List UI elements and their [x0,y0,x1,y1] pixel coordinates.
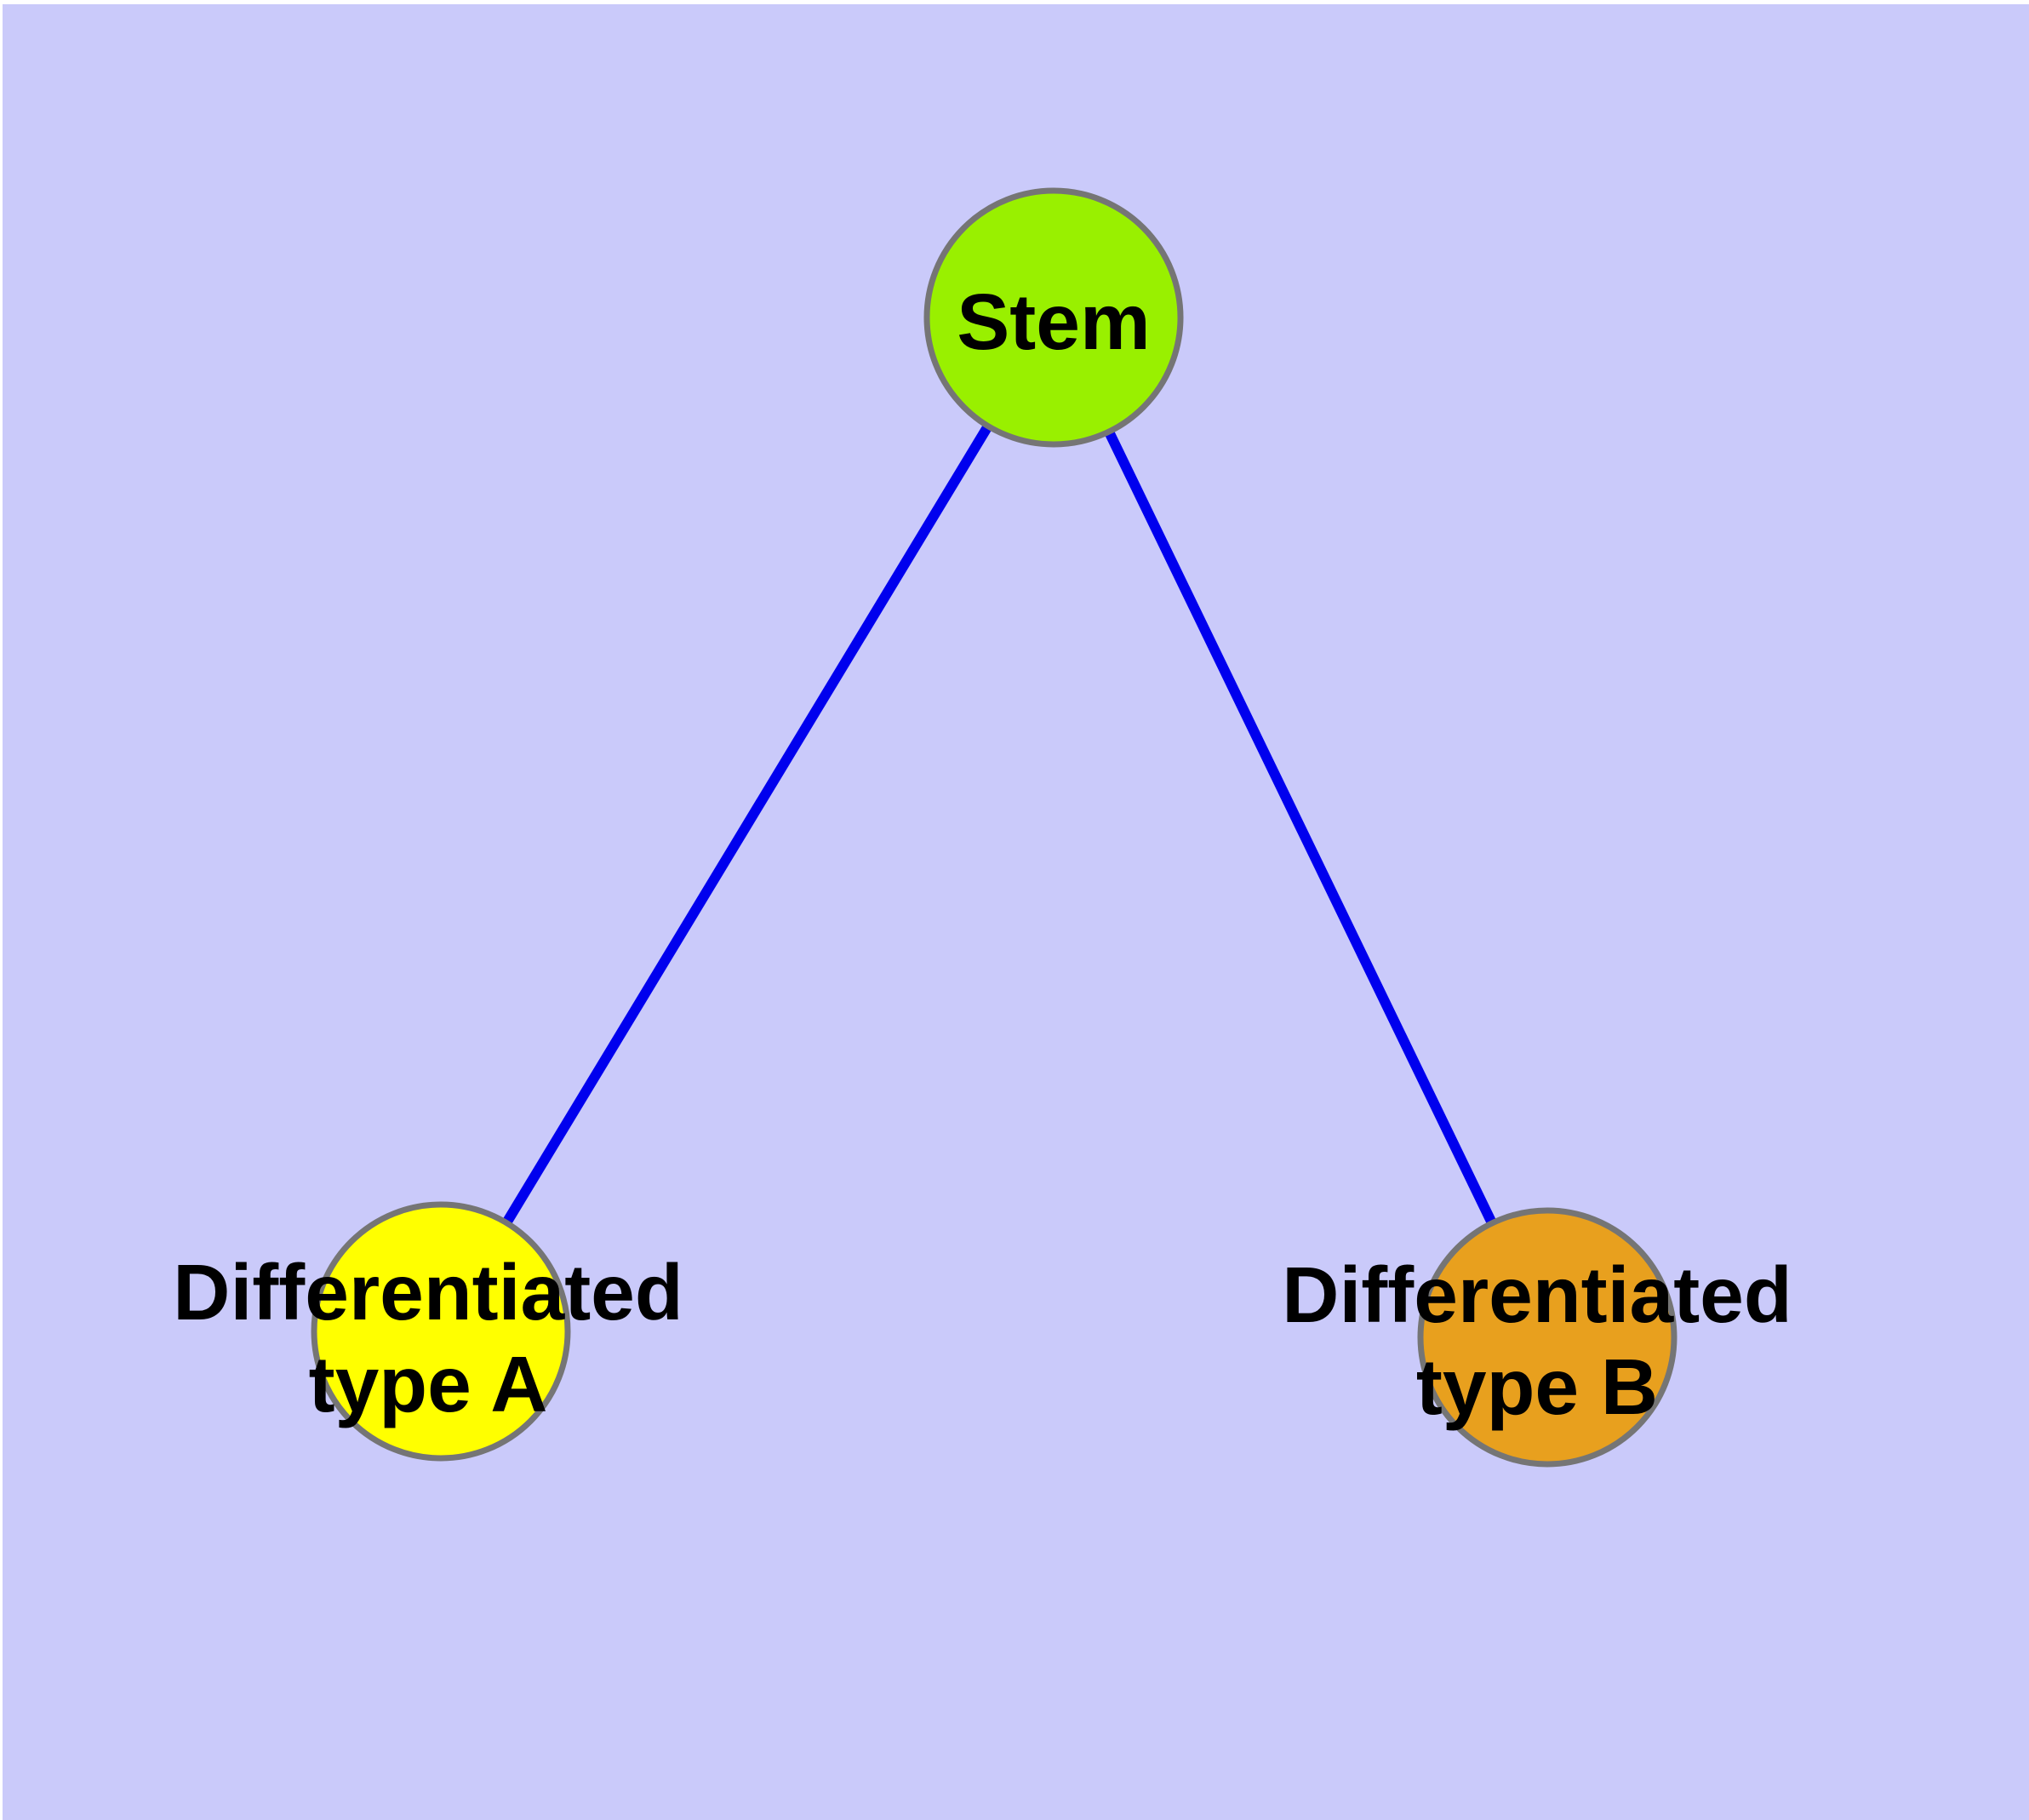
node-label-line: Stem [957,278,1150,366]
node-diff-a [311,1201,571,1462]
node-stem [923,187,1184,448]
edge-stem-diff-b [1049,315,1552,1340]
node-label-line: type B [1416,1342,1658,1431]
node-diff-b [1417,1207,1677,1468]
node-label-stem: Stem [957,278,1150,366]
node-label-line: Differentiated [1282,1251,1792,1339]
node-label-line: type A [309,1340,548,1428]
edge-stem-diff-a [436,314,1059,1335]
node-label-line: Differentiated [173,1248,683,1336]
